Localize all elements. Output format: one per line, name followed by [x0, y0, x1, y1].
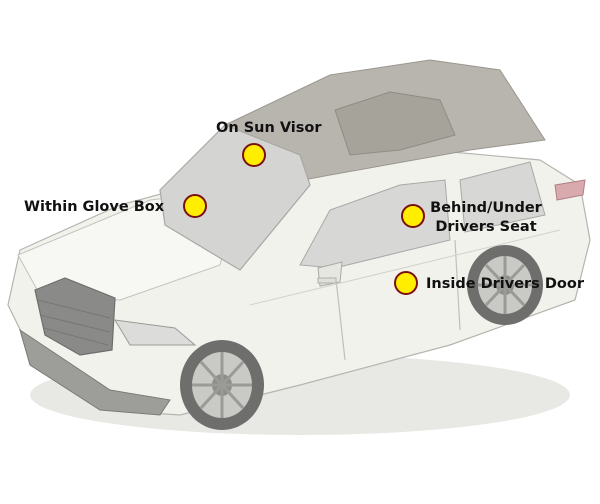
inside-door-marker [394, 271, 418, 295]
inside-door-label: Inside Drivers Door [426, 276, 584, 292]
taillight [554, 179, 586, 201]
rear-wheel [467, 245, 543, 325]
body-crease [249, 229, 561, 306]
behind-seat-label-line1: Behind/Under [430, 200, 542, 216]
glove-box-marker [183, 194, 207, 218]
rear-side-window [459, 161, 546, 233]
sunroof [334, 91, 456, 156]
windshield [159, 124, 311, 271]
behind-seat-marker [401, 204, 425, 228]
front-door-handle [317, 277, 337, 284]
sun-visor-marker [242, 143, 266, 167]
front-bumper [19, 328, 171, 416]
behind-seat-label: Behind/Under Drivers Seat [430, 199, 542, 237]
behind-seat-label-line2: Drivers Seat [435, 219, 537, 235]
front-wheel [180, 340, 264, 430]
front-grille [34, 277, 116, 356]
headlight [114, 319, 197, 346]
sun-visor-label: On Sun Visor [216, 120, 322, 136]
front-door-seam [334, 269, 346, 361]
grille-slats [37, 299, 111, 346]
glove-box-label: Within Glove Box [24, 199, 165, 215]
